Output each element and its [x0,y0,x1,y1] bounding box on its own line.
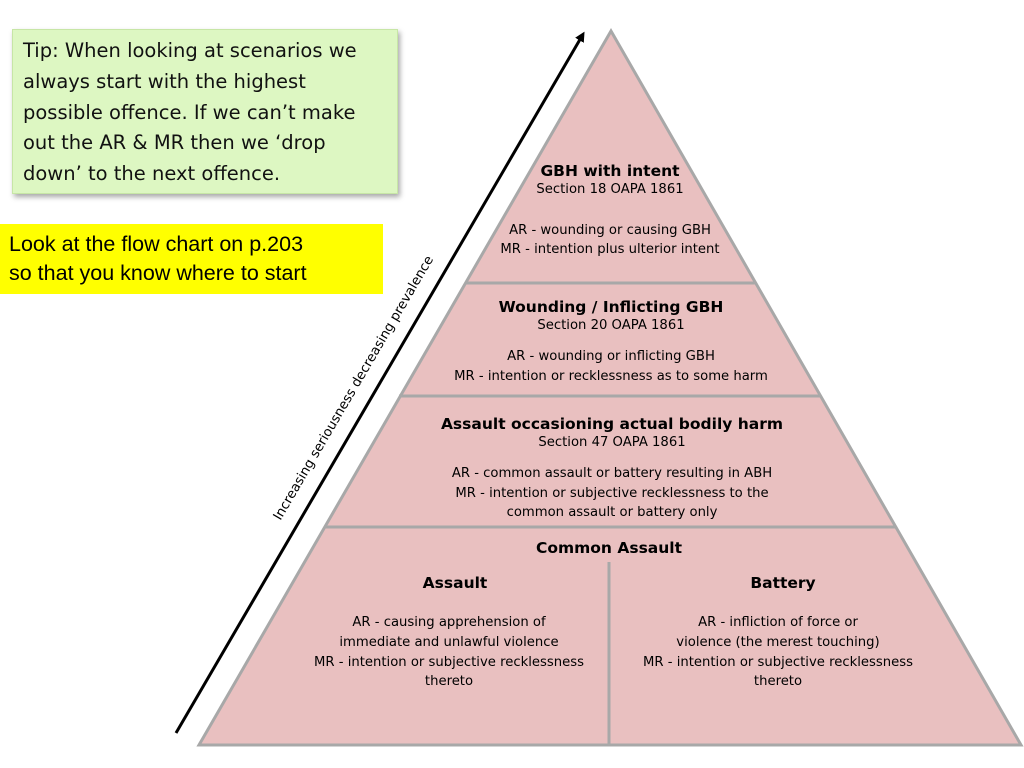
common-assault-title: Common Assault [536,539,683,557]
battery-line: thereto [754,674,802,689]
abh-line: AR - common assault or battery resulting… [452,466,772,481]
tip-line: down’ to the next offence. [23,162,281,186]
battery-line: AR - infliction of force or [698,615,858,630]
assault-line: immediate and unlawful violence [339,635,558,650]
note-line: so that you know where to start [9,261,307,285]
tip-callout: Tip: When looking at scenarios we always… [12,29,398,194]
assault-line: thereto [425,674,473,689]
note-line: Look at the flow chart on p.203 [9,232,304,256]
battery-line: violence (the merest touching) [676,635,879,650]
battery-line: MR - intention or subjective recklessnes… [643,655,913,670]
gbh-intent-ar: AR - wounding or causing GBH [509,223,711,238]
abh-line: MR - intention or subjective recklessnes… [455,486,768,501]
wounding-mr: MR - intention or recklessness as to som… [454,369,768,384]
abh-title: Assault occasioning actual bodily harm [441,415,783,433]
gbh-intent-mr: MR - intention plus ulterior intent [500,242,719,257]
seriousness-arrow [174,31,585,734]
gbh-intent-section: Section 18 OAPA 1861 [536,182,683,197]
assault-line: AR - causing apprehension of [352,615,546,630]
abh-section: Section 47 OAPA 1861 [538,435,685,450]
tip-line: always start with the highest [23,69,306,93]
assault-line: MR - intention or subjective recklessnes… [314,655,584,670]
tip-line: possible offence. If we can’t make [23,100,356,124]
tip-line: out the AR & MR then we ‘drop [23,131,326,155]
gbh-intent-title: GBH with intent [540,162,680,180]
wounding-section: Section 20 OAPA 1861 [537,318,684,333]
flowchart-note: Look at the flow chart on p.203 so that … [0,224,383,294]
abh-line: common assault or battery only [507,505,718,520]
wounding-title: Wounding / Inflicting GBH [499,298,724,316]
assault-title: Assault [423,574,488,592]
wounding-ar: AR - wounding or inflicting GBH [507,349,715,364]
battery-title: Battery [750,574,815,592]
tip-line: Tip: When looking at scenarios we [23,39,357,62]
